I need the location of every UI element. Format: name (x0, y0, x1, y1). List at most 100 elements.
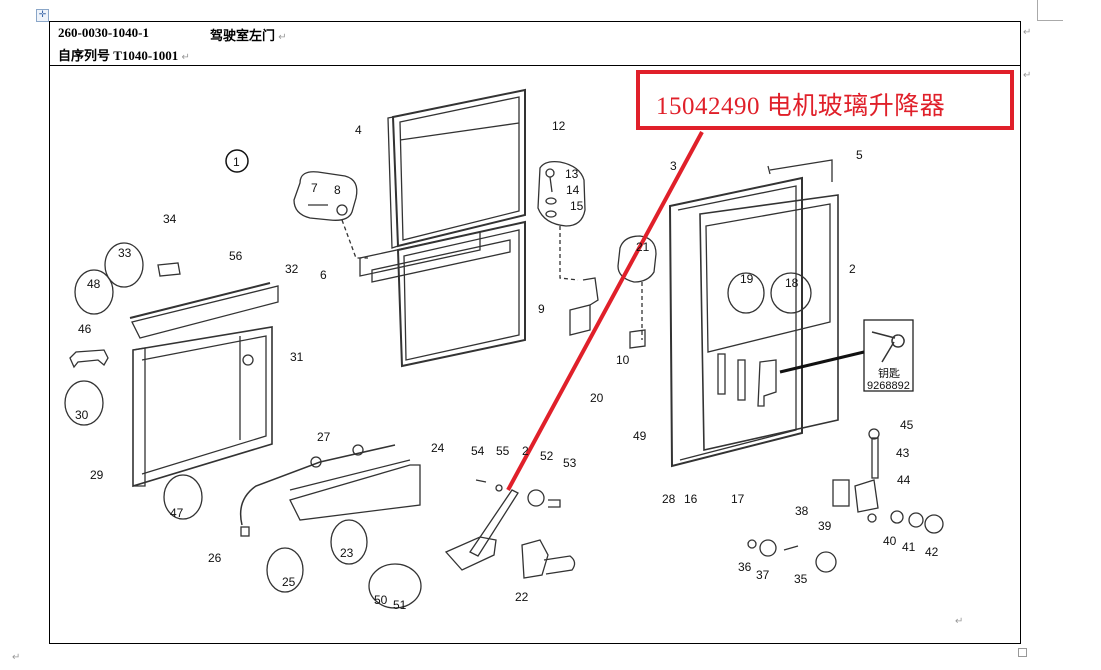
paragraph-mark-icon: ↵ (12, 652, 21, 663)
lower-bracket (289, 459, 421, 521)
panel-top-rail (129, 282, 279, 339)
item-label: 6 (320, 268, 327, 282)
item-label: 20 (590, 391, 604, 405)
bushing-bolt (527, 489, 561, 508)
item-label: 29 (90, 468, 104, 482)
item-label: 4 (355, 123, 362, 137)
callout-pointer-line (506, 131, 704, 491)
screw-callouts-bottom (266, 519, 422, 609)
item-label: 26 (208, 551, 222, 565)
item-label: 42 (925, 545, 939, 559)
page-corner-mark (1037, 0, 1063, 21)
clip-part (157, 262, 181, 277)
key-part-number: 9268892 (867, 380, 910, 392)
item-label: 39 (818, 519, 832, 533)
row-end-mark-icon: ↵ (1023, 27, 1032, 38)
hinge-assembly (747, 428, 944, 573)
window-glass-frame (387, 88, 526, 368)
speaker-fastener (242, 354, 254, 366)
item-label: 17 (731, 492, 745, 506)
item-label: 49 (633, 429, 647, 443)
item-label: 44 (897, 473, 911, 487)
item-label: 38 (795, 504, 809, 518)
item-labels: 2 3 4 5 6 7 8 9 10 12 13 14 15 16 17 18 … (75, 119, 939, 612)
item-label: 22 (515, 590, 529, 604)
item-label: 46 (78, 322, 92, 336)
table-resize-handle-icon[interactable] (1018, 648, 1027, 657)
fastener-callout (537, 160, 586, 281)
bolt-nut-callout (293, 171, 368, 259)
item-label: 7 (311, 181, 318, 195)
item-label: 55 (496, 444, 510, 458)
section-badge-label: 1 (233, 155, 240, 169)
parts-table: 260-0030-1040-1 驾驶室左门 ↵ 自序列号 T1040-1001 … (49, 21, 1021, 644)
cell-end-mark-icon: ↵ (955, 616, 964, 627)
door-screw-callouts (727, 272, 812, 314)
item-label: 18 (785, 276, 799, 290)
item-label: 8 (334, 183, 341, 197)
item-label: 36 (738, 560, 752, 574)
item-label: 16 (684, 492, 698, 506)
header-row: 260-0030-1040-1 驾驶室左门 ↵ 自序列号 T1040-1001 … (50, 22, 1020, 66)
item-label: 2 (849, 262, 856, 276)
item-label: 21 (636, 240, 650, 254)
key-label: 钥匙 (878, 366, 900, 380)
item-label: 25 (282, 575, 296, 589)
item-label: 40 (883, 534, 897, 548)
serial-label: 自序列号 T1040-1001 ↵ (58, 45, 190, 64)
pull-handle (69, 349, 109, 369)
key-box (779, 319, 914, 392)
window-regulator (444, 479, 519, 571)
part-name: 驾驶室左门 ↵ (210, 25, 287, 44)
part-name-text: 驾驶室左门 (210, 28, 276, 43)
item-label: 12 (552, 119, 566, 133)
item-label: 13 (565, 167, 579, 181)
item-label: 35 (794, 572, 808, 586)
item-label: 27 (317, 430, 331, 444)
glass-rail (359, 231, 511, 283)
paragraph-mark-icon: ↵ (181, 52, 190, 63)
item-label: 15 (570, 199, 584, 213)
item-label: 54 (471, 444, 485, 458)
item-label: 30 (75, 408, 89, 422)
item-label: 47 (170, 506, 184, 520)
part-number: 260-0030-1040-1 (58, 25, 149, 41)
cable-harness (239, 444, 396, 537)
table-move-handle-icon[interactable]: ✛ (36, 9, 49, 22)
interior-trim-panel (132, 326, 273, 488)
item-label: 52 (540, 449, 554, 463)
row-end-mark-icon: ↵ (1023, 70, 1032, 81)
item-label: 41 (902, 540, 916, 554)
item-label: 50 (374, 593, 388, 607)
item-label: 3 (670, 159, 677, 173)
item-label: 45 (900, 418, 914, 432)
item-label: 19 (740, 272, 754, 286)
door-shell (668, 159, 839, 468)
part-callout-box: 15042490 电机玻璃升降器 (636, 70, 1014, 130)
item-label: 5 (856, 148, 863, 162)
item-label: 23 (340, 546, 354, 560)
item-label: 51 (393, 598, 407, 612)
callout-text: 15042490 电机玻璃升降器 (656, 93, 946, 120)
door-latch-handle (717, 353, 777, 407)
item-label: 28 (662, 492, 676, 506)
item-label: 53 (563, 456, 577, 470)
item-label: 33 (118, 246, 132, 260)
regulator-motor (521, 539, 576, 579)
part-number-text: 260-0030-1040-1 (58, 25, 149, 40)
section-badge: 1 (225, 149, 249, 173)
item-label: 31 (290, 350, 304, 364)
item-label: 37 (756, 568, 770, 582)
item-label: 14 (566, 183, 580, 197)
item-label: 10 (616, 353, 630, 367)
item-label: 56 (229, 249, 243, 263)
item-label: 43 (896, 446, 910, 460)
serial-label-text: 自序列号 T1040-1001 (58, 48, 179, 63)
item-label: 9 (538, 302, 545, 316)
lock-bracket (569, 277, 599, 336)
item-label: 32 (285, 262, 299, 276)
item-label: 48 (87, 277, 101, 291)
item-label-21-partial: 2 (522, 444, 529, 458)
item-label: 34 (163, 212, 177, 226)
